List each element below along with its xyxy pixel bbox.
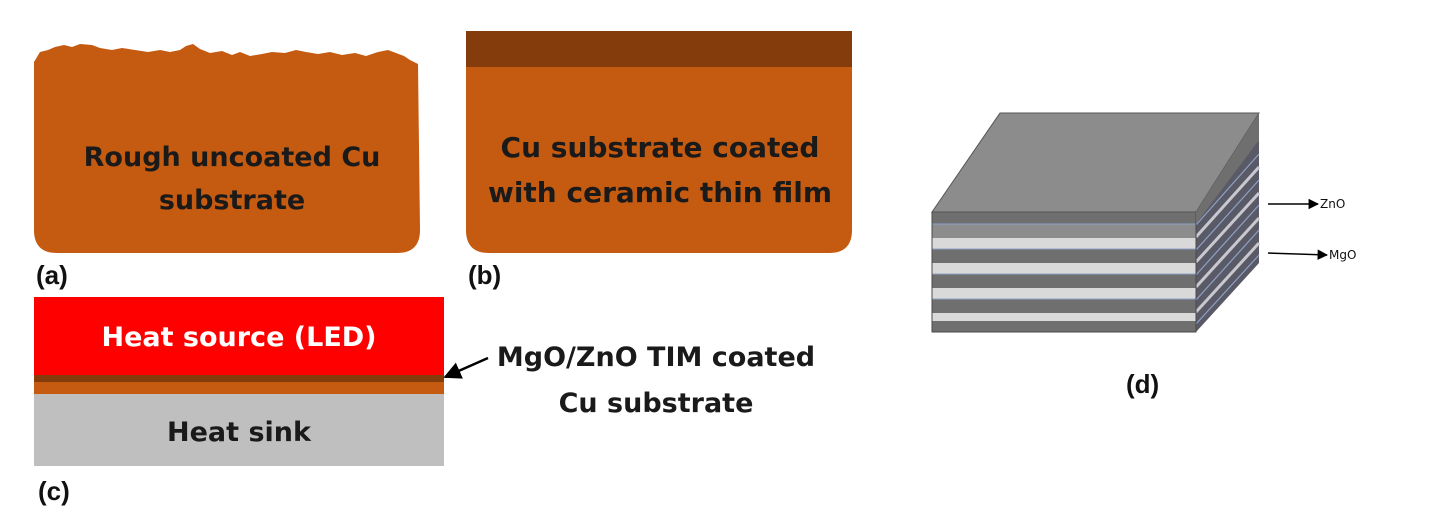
mgo-layer-front	[932, 274, 1196, 288]
panel-b-text-line2: with ceramic thin film	[488, 176, 832, 209]
rough-cu-substrate	[34, 44, 420, 253]
mgo-layer-front	[932, 321, 1196, 332]
mgo-layer-front	[932, 249, 1196, 263]
zno-layer-front	[932, 288, 1196, 299]
mgo-arrow	[1267, 249, 1329, 260]
panel-a: Rough uncoated Cu substrate (a)	[34, 44, 420, 290]
zno-layer-front	[932, 263, 1196, 274]
zno-layer-front	[932, 238, 1196, 249]
front-layers	[932, 212, 1196, 332]
heat-source-text: Heat source (LED)	[101, 322, 376, 353]
mgo-layer-front	[932, 224, 1196, 238]
panel-a-text-line1: Rough uncoated Cu	[84, 142, 381, 173]
heat-source-block	[34, 297, 444, 376]
zno-layer-front	[932, 313, 1196, 321]
coated-cu-substrate	[466, 66, 852, 253]
zno-label: ZnO	[1320, 197, 1345, 211]
stack-side-face	[1196, 140, 1259, 332]
ceramic-thin-film	[466, 31, 852, 67]
panel-d-label: (d)	[1126, 369, 1159, 399]
panel-a-label: (a)	[36, 260, 68, 290]
callout-text-line2: Cu substrate	[559, 388, 754, 419]
callout-text-line1: MgO/ZnO TIM coated	[497, 342, 815, 373]
panel-b-text-line1: Cu substrate coated	[501, 131, 820, 164]
front-blue-lines	[932, 223, 1196, 300]
tim-coating-layer	[34, 375, 444, 383]
side-stripes	[1194, 165, 1261, 314]
stack-top-edge	[1196, 113, 1259, 224]
top-slab-front	[932, 212, 1196, 224]
side-stripes-blue	[1195, 153, 1260, 325]
panel-a-text-line2: substrate	[159, 185, 305, 216]
panel-c: Heat source (LED) Heat sink MgO/ZnO TIM …	[34, 297, 815, 506]
mgo-label: MgO	[1329, 248, 1356, 262]
panel-b: Cu substrate coated with ceramic thin fi…	[466, 31, 852, 290]
mgo-layer-front	[932, 299, 1196, 313]
panel-d: ZnO MgO (d)	[931, 112, 1356, 399]
panel-c-label: (c)	[38, 476, 70, 506]
heat-sink-text: Heat sink	[167, 417, 312, 448]
panel-b-label: (b)	[468, 260, 501, 290]
heat-sink-block	[34, 394, 444, 466]
callout-arrow	[443, 356, 489, 379]
cu-substrate-layer	[34, 382, 444, 394]
